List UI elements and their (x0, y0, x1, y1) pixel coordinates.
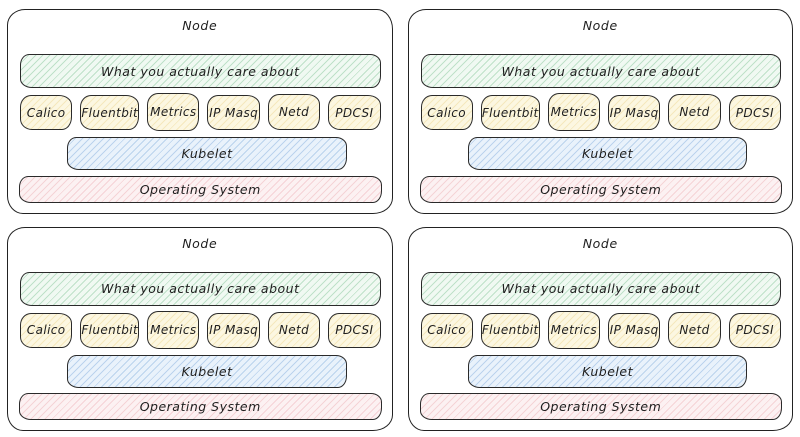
kubelet-box: Kubelet (467, 137, 748, 170)
component-label: Calico (26, 105, 66, 120)
care-about-box: What you actually care about (420, 271, 781, 306)
kubelet-box: Kubelet (67, 137, 347, 170)
component-label: PDCSI (735, 105, 774, 120)
component-chip-ip-masq: IP Masq (207, 95, 260, 130)
component-chip-pdcsi: PDCSI (728, 95, 782, 130)
node-title: Node (182, 235, 218, 251)
care-about-label: What you actually care about (501, 281, 700, 296)
component-chip-fluentbit: Fluentbit (480, 312, 540, 348)
operating-system-label: Operating System (540, 181, 662, 197)
component-chip-pdcsi: PDCSI (728, 312, 782, 348)
component-label: IP Masq (609, 323, 659, 337)
component-chip-metrics: Metrics (547, 310, 600, 349)
component-label: PDCSI (335, 105, 374, 120)
component-label: Metrics (550, 105, 597, 119)
node-title: Node (182, 18, 218, 33)
component-chip-calico: Calico (20, 95, 73, 130)
component-chip-pdcsi: PDCSI (328, 312, 381, 348)
component-label: Metrics (150, 322, 197, 337)
component-label: Metrics (550, 322, 597, 337)
component-chip-fluentbit: Fluentbit (80, 312, 140, 348)
component-chip-ip-masq: IP Masq (207, 312, 260, 348)
component-label: Calico (427, 105, 467, 120)
component-label: Fluentbit (81, 105, 139, 120)
component-chip-metrics: Metrics (147, 93, 200, 131)
care-about-label: What you actually care about (101, 281, 300, 296)
care-about-label: What you actually care about (101, 63, 300, 79)
component-label: Netd (679, 105, 710, 119)
component-label: Fluentbit (81, 323, 139, 337)
component-label: IP Masq (209, 323, 259, 337)
node-title: Node (582, 18, 618, 33)
care-about-box: What you actually care about (420, 54, 781, 88)
component-chip-calico: Calico (420, 95, 473, 130)
node-panel: Node What you actually care about Calico… (7, 9, 393, 214)
component-chip-fluentbit: Fluentbit (480, 95, 540, 130)
component-chip-pdcsi: PDCSI (328, 95, 381, 130)
node-panel: Node What you actually care about Calico… (7, 226, 393, 431)
component-chip-calico: Calico (20, 312, 73, 348)
component-label: PDCSI (335, 323, 374, 337)
component-chip-netd: Netd (267, 94, 321, 130)
component-label: PDCSI (735, 323, 774, 337)
component-chip-ip-masq: IP Masq (607, 312, 661, 348)
component-row: Calico Fluentbit Metrics IP Masq Netd PD… (420, 310, 782, 351)
component-label: Netd (278, 105, 310, 119)
care-about-box: What you actually care about (20, 271, 381, 306)
kubelet-box: Kubelet (467, 354, 748, 388)
operating-system-label: Operating System (139, 181, 261, 197)
kubelet-label: Kubelet (582, 146, 633, 161)
operating-system-box: Operating System (19, 175, 382, 203)
component-label: Fluentbit (481, 323, 539, 337)
kubelet-box: Kubelet (67, 354, 347, 388)
component-label: Metrics (150, 105, 197, 119)
component-row: Calico Fluentbit Metrics IP Masq Netd PD… (20, 93, 381, 133)
component-row: Calico Fluentbit Metrics IP Masq Netd PD… (20, 310, 381, 351)
component-chip-ip-masq: IP Masq (607, 95, 661, 130)
care-about-label: What you actually care about (501, 63, 700, 79)
component-label: Calico (26, 323, 66, 337)
component-chip-metrics: Metrics (547, 93, 600, 131)
node-title: Node (582, 235, 618, 251)
component-row: Calico Fluentbit Metrics IP Masq Netd PD… (420, 93, 782, 133)
node-panel: Node What you actually care about Calico… (407, 9, 793, 214)
component-chip-metrics: Metrics (147, 310, 200, 349)
component-chip-calico: Calico (420, 312, 473, 348)
kubelet-label: Kubelet (181, 146, 233, 161)
kubelet-label: Kubelet (582, 363, 633, 379)
component-chip-netd: Netd (668, 311, 721, 348)
component-label: Calico (427, 323, 467, 337)
care-about-box: What you actually care about (20, 54, 381, 88)
component-label: Netd (278, 322, 310, 337)
operating-system-box: Operating System (19, 393, 382, 420)
component-chip-fluentbit: Fluentbit (80, 95, 140, 130)
component-label: IP Masq (209, 105, 259, 120)
component-label: Netd (679, 322, 710, 337)
operating-system-box: Operating System (419, 175, 782, 203)
operating-system-label: Operating System (139, 399, 261, 414)
operating-system-label: Operating System (540, 399, 662, 414)
kubelet-label: Kubelet (181, 363, 233, 379)
component-label: IP Masq (609, 105, 659, 120)
component-chip-netd: Netd (668, 94, 721, 130)
operating-system-box: Operating System (419, 393, 782, 420)
component-chip-netd: Netd (267, 311, 321, 348)
component-label: Fluentbit (481, 105, 539, 120)
node-panel: Node What you actually care about Calico… (407, 226, 793, 431)
